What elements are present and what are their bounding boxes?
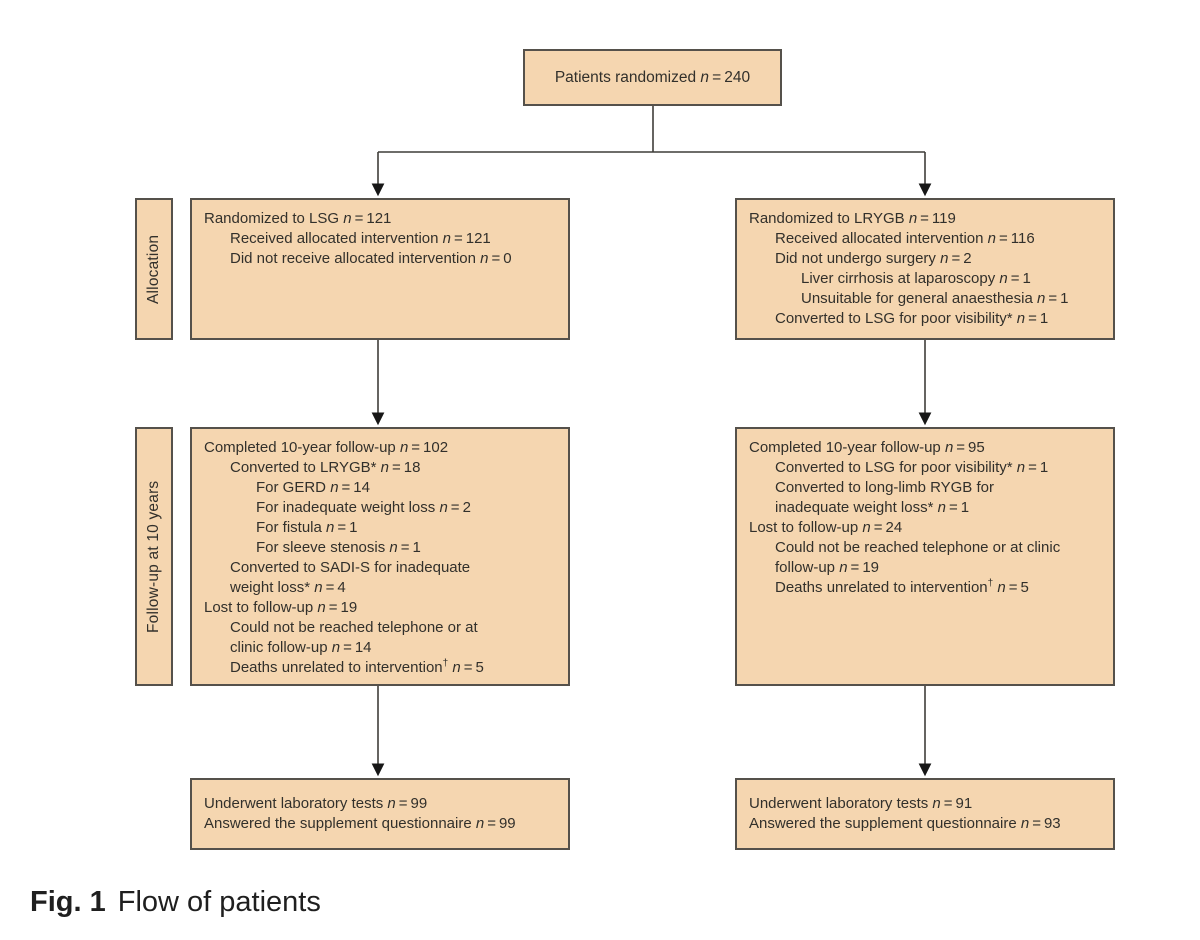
flow-line: clinic follow-up n = 14: [230, 639, 372, 656]
flow-line: Converted to LSG for poor visibility* n …: [775, 310, 1049, 327]
flow-line: Converted to LRYGB* n = 18: [230, 459, 421, 476]
flow-line: Did not undergo surgery n = 2: [775, 250, 972, 267]
flow-line: Answered the supplement questionnaire n …: [749, 815, 1061, 832]
flow-line: Could not be reached telephone or at: [230, 619, 478, 636]
flow-line: Deaths unrelated to intervention† n = 5: [230, 658, 484, 677]
flow-line: Could not be reached telephone or at cli…: [775, 539, 1061, 556]
flow-line: Deaths unrelated to intervention† n = 5: [775, 578, 1029, 597]
flow-line: inadequate weight loss* n = 1: [775, 499, 970, 516]
figure-caption: Fig. 1 Flow of patients: [30, 886, 321, 919]
flow-line: Randomized to LSG n = 121: [204, 210, 392, 227]
flow-line: Patients randomized n = 240: [554, 68, 751, 86]
flow-line: Received allocated intervention n = 116: [775, 230, 1035, 247]
flow-line: Underwent laboratory tests n = 99: [204, 795, 428, 812]
flow-line: Lost to follow-up n = 19: [204, 599, 358, 616]
flow-line: Underwent laboratory tests n = 91: [749, 795, 973, 812]
figure-caption-text: Flow of patients: [117, 886, 321, 918]
lrygb-followup-box: Completed 10-year follow-up n = 95 Conver…: [735, 427, 1115, 686]
flow-line: Converted to SADI-S for inadequate: [230, 559, 471, 576]
flow-line: Liver cirrhosis at laparoscopy n = 1: [801, 270, 1031, 287]
flow-line: Converted to LSG for poor visibility* n …: [775, 459, 1049, 476]
stage-label-followup: Follow-up at 10 years: [135, 427, 173, 686]
flow-line: Converted to long-limb RYGB for: [775, 479, 994, 496]
flow-line: Did not receive allocated intervention n…: [230, 250, 512, 267]
flow-line: For inadequate weight loss n = 2: [256, 499, 471, 516]
flow-line: For GERD n = 14: [256, 479, 370, 496]
flow-line: Received allocated intervention n = 121: [230, 230, 491, 247]
flow-line: For fistula n = 1: [256, 519, 358, 536]
flow-line: Completed 10-year follow-up n = 102: [204, 439, 449, 456]
flow-line: Unsuitable for general anaesthesia n = 1: [801, 290, 1069, 307]
lrygb-outcome-box: Underwent laboratory tests n = 91 Answere…: [735, 778, 1115, 850]
figure-caption-label: Fig. 1: [30, 886, 106, 918]
flow-line: Completed 10-year follow-up n = 95: [749, 439, 985, 456]
lsg-outcome-box: Underwent laboratory tests n = 99 Answere…: [190, 778, 570, 850]
flow-line: weight loss* n = 4: [230, 579, 346, 596]
flow-line: For sleeve stenosis n = 1: [256, 539, 421, 556]
patients-randomized-box: Patients randomized n = 240: [523, 49, 782, 106]
flow-line: Randomized to LRYGB n = 119: [749, 210, 956, 227]
flow-line: follow-up n = 19: [775, 559, 879, 576]
flow-line: Answered the supplement questionnaire n …: [204, 815, 516, 832]
stage-label-allocation: Allocation: [135, 198, 173, 340]
flow-line: Lost to follow-up n = 24: [749, 519, 903, 536]
